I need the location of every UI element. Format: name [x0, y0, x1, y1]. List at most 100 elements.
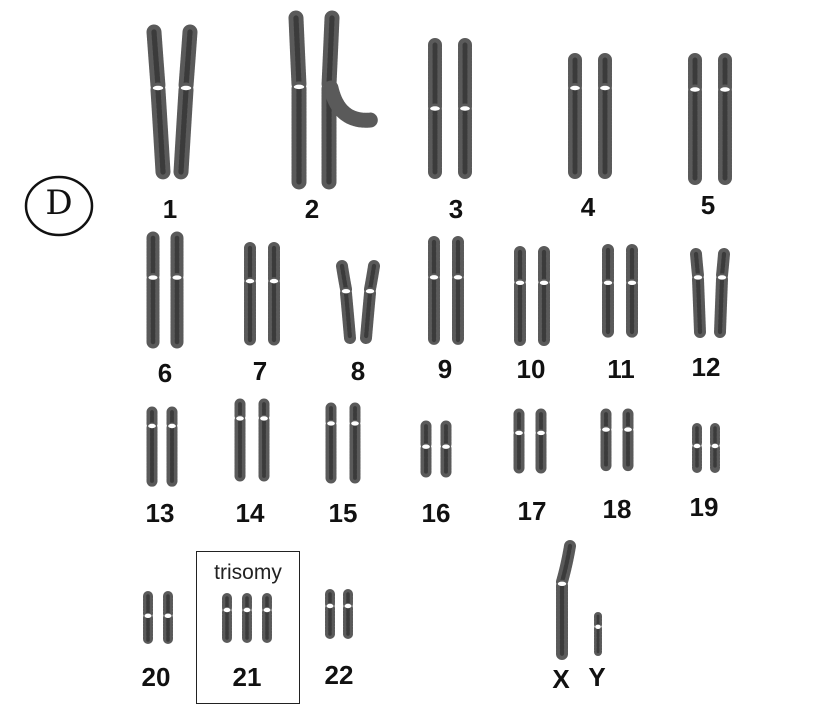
chromosome-pair-5 [687, 53, 733, 185]
chromosome-4-2 [597, 53, 613, 179]
chromosome-8-2 [360, 260, 380, 344]
pair-label-18: 18 [602, 494, 632, 524]
chromosome-20-2 [163, 591, 173, 645]
chromosome-pair-19 [692, 423, 720, 473]
pair-label-10: 10 [516, 354, 546, 384]
pair-label-17: 17 [517, 496, 547, 526]
chromosome-pair-4 [567, 53, 613, 179]
chromosome-19-2 [710, 423, 720, 473]
chromosome-6-1 [146, 231, 160, 349]
chromosome-10-1 [514, 246, 526, 346]
pair-label-6: 6 [157, 358, 173, 388]
circled-annotation: D [22, 172, 96, 240]
chromosome-21-3 [262, 593, 273, 643]
chromosome-pair-11 [602, 244, 639, 338]
chromosome-y-1 [594, 612, 602, 656]
pair-label-9: 9 [437, 354, 453, 384]
chromosome-7-1 [244, 242, 256, 346]
chromosome-pair-13 [146, 406, 178, 488]
pair-label-1: 1 [162, 194, 178, 224]
chromosome-pair-y [594, 612, 602, 656]
chromosome-21-2 [242, 593, 252, 643]
pair-label-14: 14 [235, 498, 265, 528]
pair-label-20: 20 [141, 662, 171, 692]
chromosome-16-2 [440, 420, 452, 478]
chromosome-pair-x [556, 540, 576, 660]
pair-label-21: 21 [232, 662, 262, 692]
pair-label-22: 22 [324, 660, 354, 690]
chromosome-6-2 [170, 231, 184, 349]
pair-label-x: X [552, 664, 570, 694]
chromosome-10-2 [538, 246, 550, 346]
chromosome-pair-16 [420, 420, 452, 478]
pair-label-13: 13 [145, 498, 175, 528]
chromosome-18-2 [622, 408, 634, 472]
pair-label-16: 16 [421, 498, 451, 528]
chromosome-pair-17 [513, 408, 547, 474]
chromosome-2-1 [288, 10, 307, 190]
chromosome-pair-20 [143, 591, 173, 645]
chromosome-18-1 [600, 408, 612, 472]
chromosome-2-2 [321, 10, 379, 190]
chromosome-20-1 [143, 591, 153, 645]
trisomy-box: trisomy [196, 551, 300, 704]
circle-mark [24, 175, 94, 237]
chromosome-9-1 [428, 236, 440, 346]
chromosome-16-1 [420, 420, 432, 478]
chromosome-pair-8 [336, 260, 380, 344]
chromosome-11-2 [626, 244, 639, 338]
chromosome-pair-15 [325, 402, 361, 484]
chromosome-1-1 [146, 24, 171, 180]
chromosome-pair-14 [234, 398, 270, 482]
chromosome-13-2 [166, 406, 178, 488]
pair-label-2: 2 [304, 194, 320, 224]
chromosome-15-2 [349, 402, 361, 484]
pair-label-7: 7 [252, 356, 268, 386]
chromosome-pair-2 [288, 10, 379, 190]
chromosome-x-1 [556, 540, 576, 660]
pair-label-5: 5 [700, 190, 716, 220]
chromosome-5-1 [687, 53, 703, 185]
chromosome-22-2 [343, 589, 353, 639]
chromosome-1-2 [173, 24, 198, 180]
trisomy-label: trisomy [214, 561, 282, 584]
chromosome-14-2 [258, 398, 270, 482]
pair-label-8: 8 [350, 356, 366, 386]
chromosome-8-1 [336, 260, 356, 344]
pair-label-15: 15 [328, 498, 358, 528]
chromosome-pair-18 [600, 408, 634, 472]
chromosome-13-1 [146, 406, 158, 488]
chromosome-14-1 [234, 398, 246, 482]
chromosome-17-1 [513, 408, 525, 474]
chromosome-19-1 [692, 423, 703, 473]
chromosome-12-2 [714, 248, 730, 338]
pair-label-11: 11 [607, 354, 635, 384]
chromosome-pair-12 [690, 248, 730, 338]
pair-label-4: 4 [580, 192, 596, 222]
chromosome-5-2 [717, 53, 733, 185]
pair-label-19: 19 [689, 492, 719, 522]
chromosome-11-1 [602, 244, 615, 338]
chromosome-3-1 [428, 38, 442, 179]
pair-label-12: 12 [691, 352, 721, 382]
chromosome-7-2 [268, 242, 281, 346]
chromosome-15-1 [325, 402, 337, 484]
chromosome-pair-22 [325, 589, 353, 639]
chromosome-pair-10 [514, 246, 550, 346]
chromosome-pair-3 [428, 38, 472, 179]
chromosome-22-1 [325, 589, 335, 639]
chromosome-9-2 [451, 236, 464, 346]
chromosome-21-1 [221, 593, 232, 643]
chromosome-4-1 [567, 53, 583, 179]
annotation-letter: D [45, 183, 73, 223]
chromosome-17-2 [535, 408, 547, 474]
chromosome-3-2 [458, 38, 472, 179]
chromosome-pair-7 [244, 242, 281, 346]
chromosome-pair-9 [428, 236, 464, 346]
pair-label-3: 3 [448, 194, 464, 224]
chromosome-12-1 [690, 248, 706, 338]
chromosome-pair-1 [146, 24, 198, 180]
chromosome-pair-21 [221, 593, 273, 643]
